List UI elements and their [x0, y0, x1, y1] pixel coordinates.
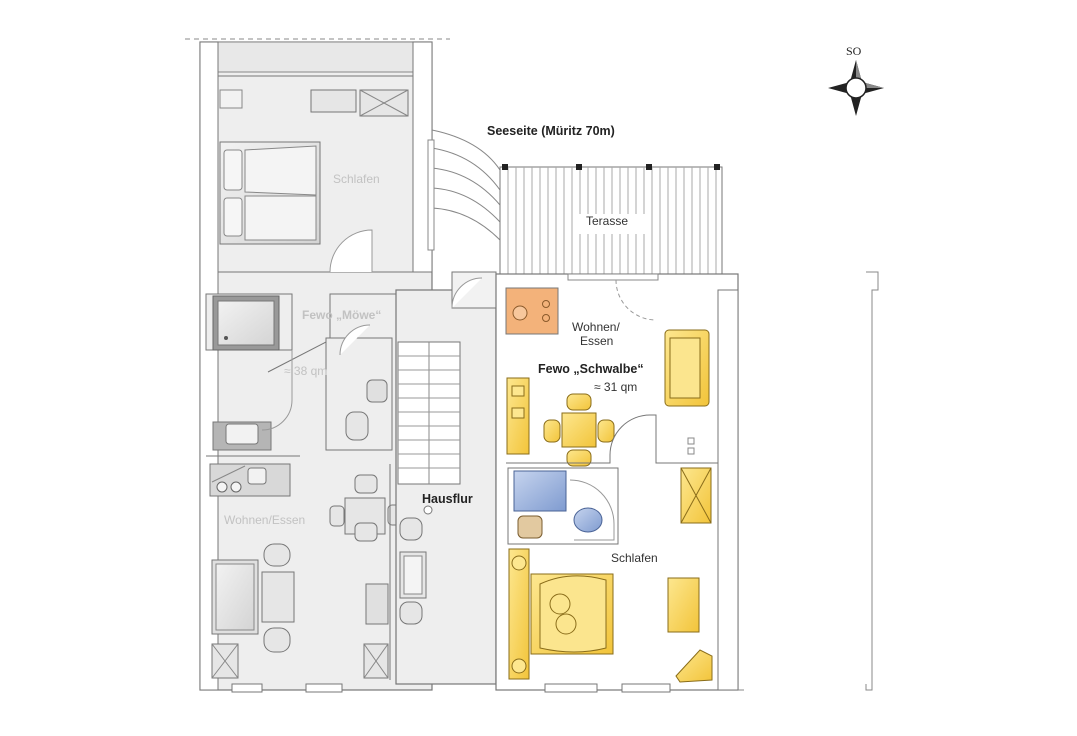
moewe-area-label: ≈ 38 qm: [284, 364, 328, 378]
neighbour-outline: [865, 271, 879, 691]
schwalbe-living-label-1: Wohnen/: [572, 320, 620, 334]
apartment-moewe: [199, 41, 433, 693]
moewe-living-label: Wohnen/Essen: [224, 513, 306, 527]
hallway-label: Hausflur: [422, 492, 473, 506]
moewe-bedroom-label: Schlafen: [333, 172, 380, 186]
schwalbe-bedroom-label: Schlafen: [611, 551, 658, 565]
hallway: [395, 271, 497, 685]
schwalbe-desk: [667, 577, 700, 633]
schwalbe-shower: [513, 470, 567, 512]
moewe-dining-table: [329, 474, 403, 542]
moewe-sofa: [211, 543, 295, 653]
compass-rose: [828, 60, 884, 116]
terrace-label: Terasse: [586, 214, 629, 228]
moewe-balcony: [217, 41, 414, 73]
schwalbe-name-label: Fewo „Schwalbe“: [538, 362, 644, 376]
hall-chair-2: [399, 601, 423, 625]
schwalbe-dining-table: [543, 393, 615, 467]
staircase: [397, 341, 461, 485]
schwalbe-living-label-2: Essen: [580, 334, 614, 348]
apartment-schwalbe: [495, 273, 739, 693]
moewe-tv-stand: [365, 583, 389, 625]
moewe-wardrobe: [310, 89, 357, 113]
schwalbe-area-label: ≈ 31 qm: [594, 380, 638, 394]
hall-chair-1: [399, 517, 423, 541]
terrace: [499, 164, 723, 275]
compass-label: SO: [846, 44, 862, 58]
schwalbe-corner-cabinet: [675, 649, 713, 683]
moewe-bed: [219, 141, 321, 245]
schwalbe-basin: [573, 507, 603, 533]
schwalbe-bed: [508, 548, 614, 680]
moewe-wc-basin: [366, 379, 388, 403]
moewe-toilet: [345, 411, 369, 441]
schwalbe-bidet: [517, 515, 543, 539]
moewe-name-label: Fewo „Möwe“: [302, 308, 382, 322]
seaside-label: Seeseite (Müritz 70m): [487, 124, 615, 138]
terrace-door-swings: [427, 129, 501, 251]
schwalbe-sofa: [664, 329, 710, 407]
